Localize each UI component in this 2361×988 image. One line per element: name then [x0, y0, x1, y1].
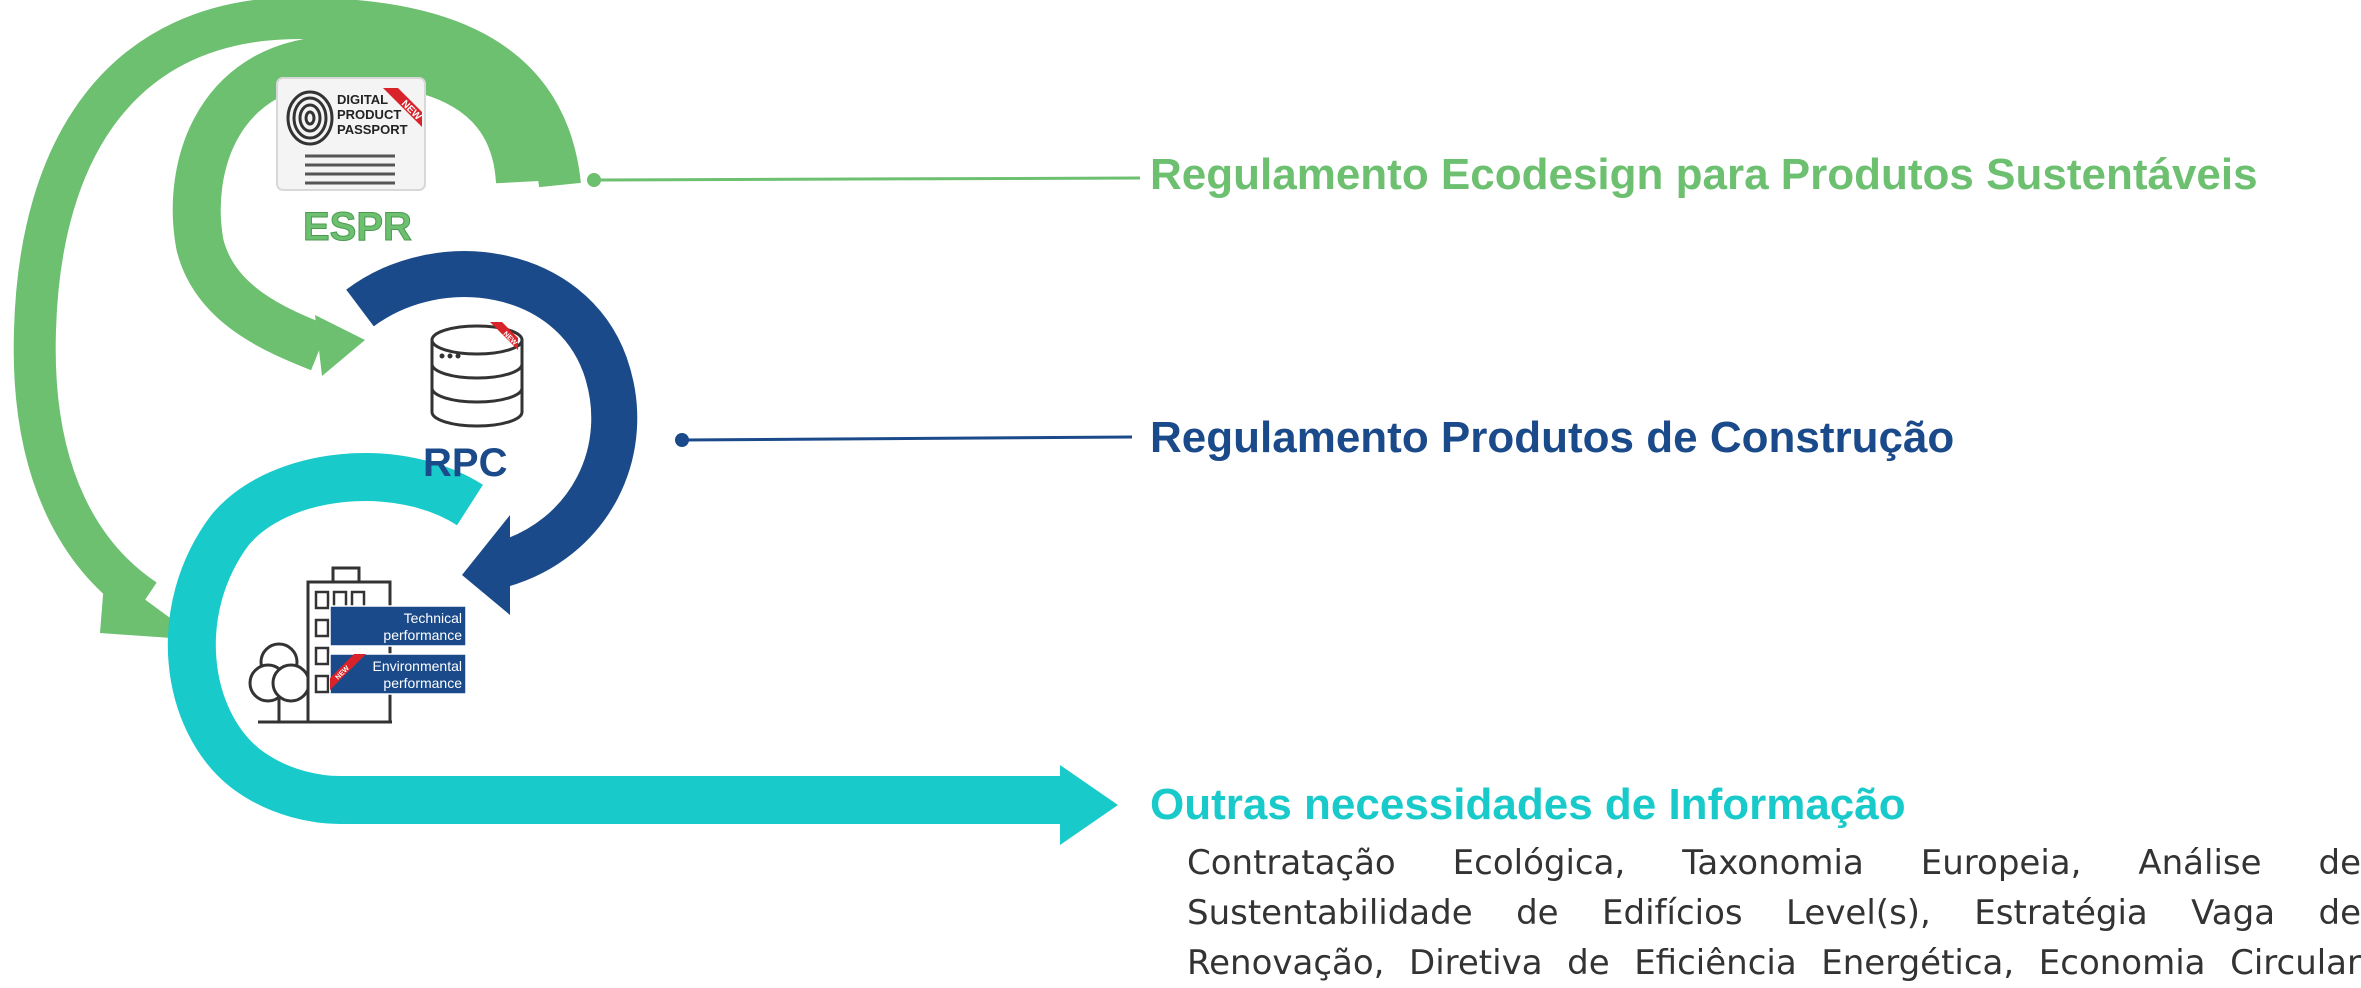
technical-performance-panel: Technical performance	[329, 605, 467, 647]
building-tree-icon: Technical performance Environmental perf…	[248, 566, 467, 724]
passport-line-3: PASSPORT	[337, 122, 408, 137]
technical-label-2: performance	[383, 627, 462, 643]
environmental-label-2: performance	[383, 675, 462, 691]
fingerprint-passport-icon: DIGITAL PRODUCT PASSPORT NEW	[276, 77, 426, 191]
rpc-connector	[675, 433, 1133, 447]
espr-green-arrow	[172, 35, 544, 376]
database-icon: NEW	[430, 322, 524, 428]
espr-badge-label: ESPR	[303, 205, 412, 249]
environmental-label-1: Environmental	[373, 658, 463, 674]
technical-label-1: Technical	[404, 610, 462, 626]
espr-connector	[587, 173, 1141, 187]
rpc-heading: Regulamento Produtos de Construção	[1150, 413, 1955, 462]
passport-line-1: DIGITAL	[337, 92, 388, 107]
teal-arrow	[167, 453, 1118, 845]
rpc-navy-arrow	[346, 251, 638, 615]
description-line-3: Renovação, Diretiva de Eficiência Energé…	[1187, 943, 2361, 983]
other-info-heading: Outras necessidades de Informação	[1150, 780, 1906, 829]
passport-line-2: PRODUCT	[337, 107, 401, 122]
environmental-performance-panel: Environmental performance NEW	[329, 653, 467, 695]
espr-heading: Regulamento Ecodesign para Produtos Sust…	[1150, 150, 2258, 199]
description-line-1: Contratação Ecológica, Taxonomia Europei…	[1187, 843, 2361, 883]
tree	[248, 642, 311, 722]
other-info-description: Contratação Ecológica, Taxonomia Europei…	[1187, 838, 2361, 988]
description-line-2: Sustentabilidade de Edifícios Level(s), …	[1187, 893, 2361, 933]
rpc-badge-label: RPC	[423, 441, 507, 485]
